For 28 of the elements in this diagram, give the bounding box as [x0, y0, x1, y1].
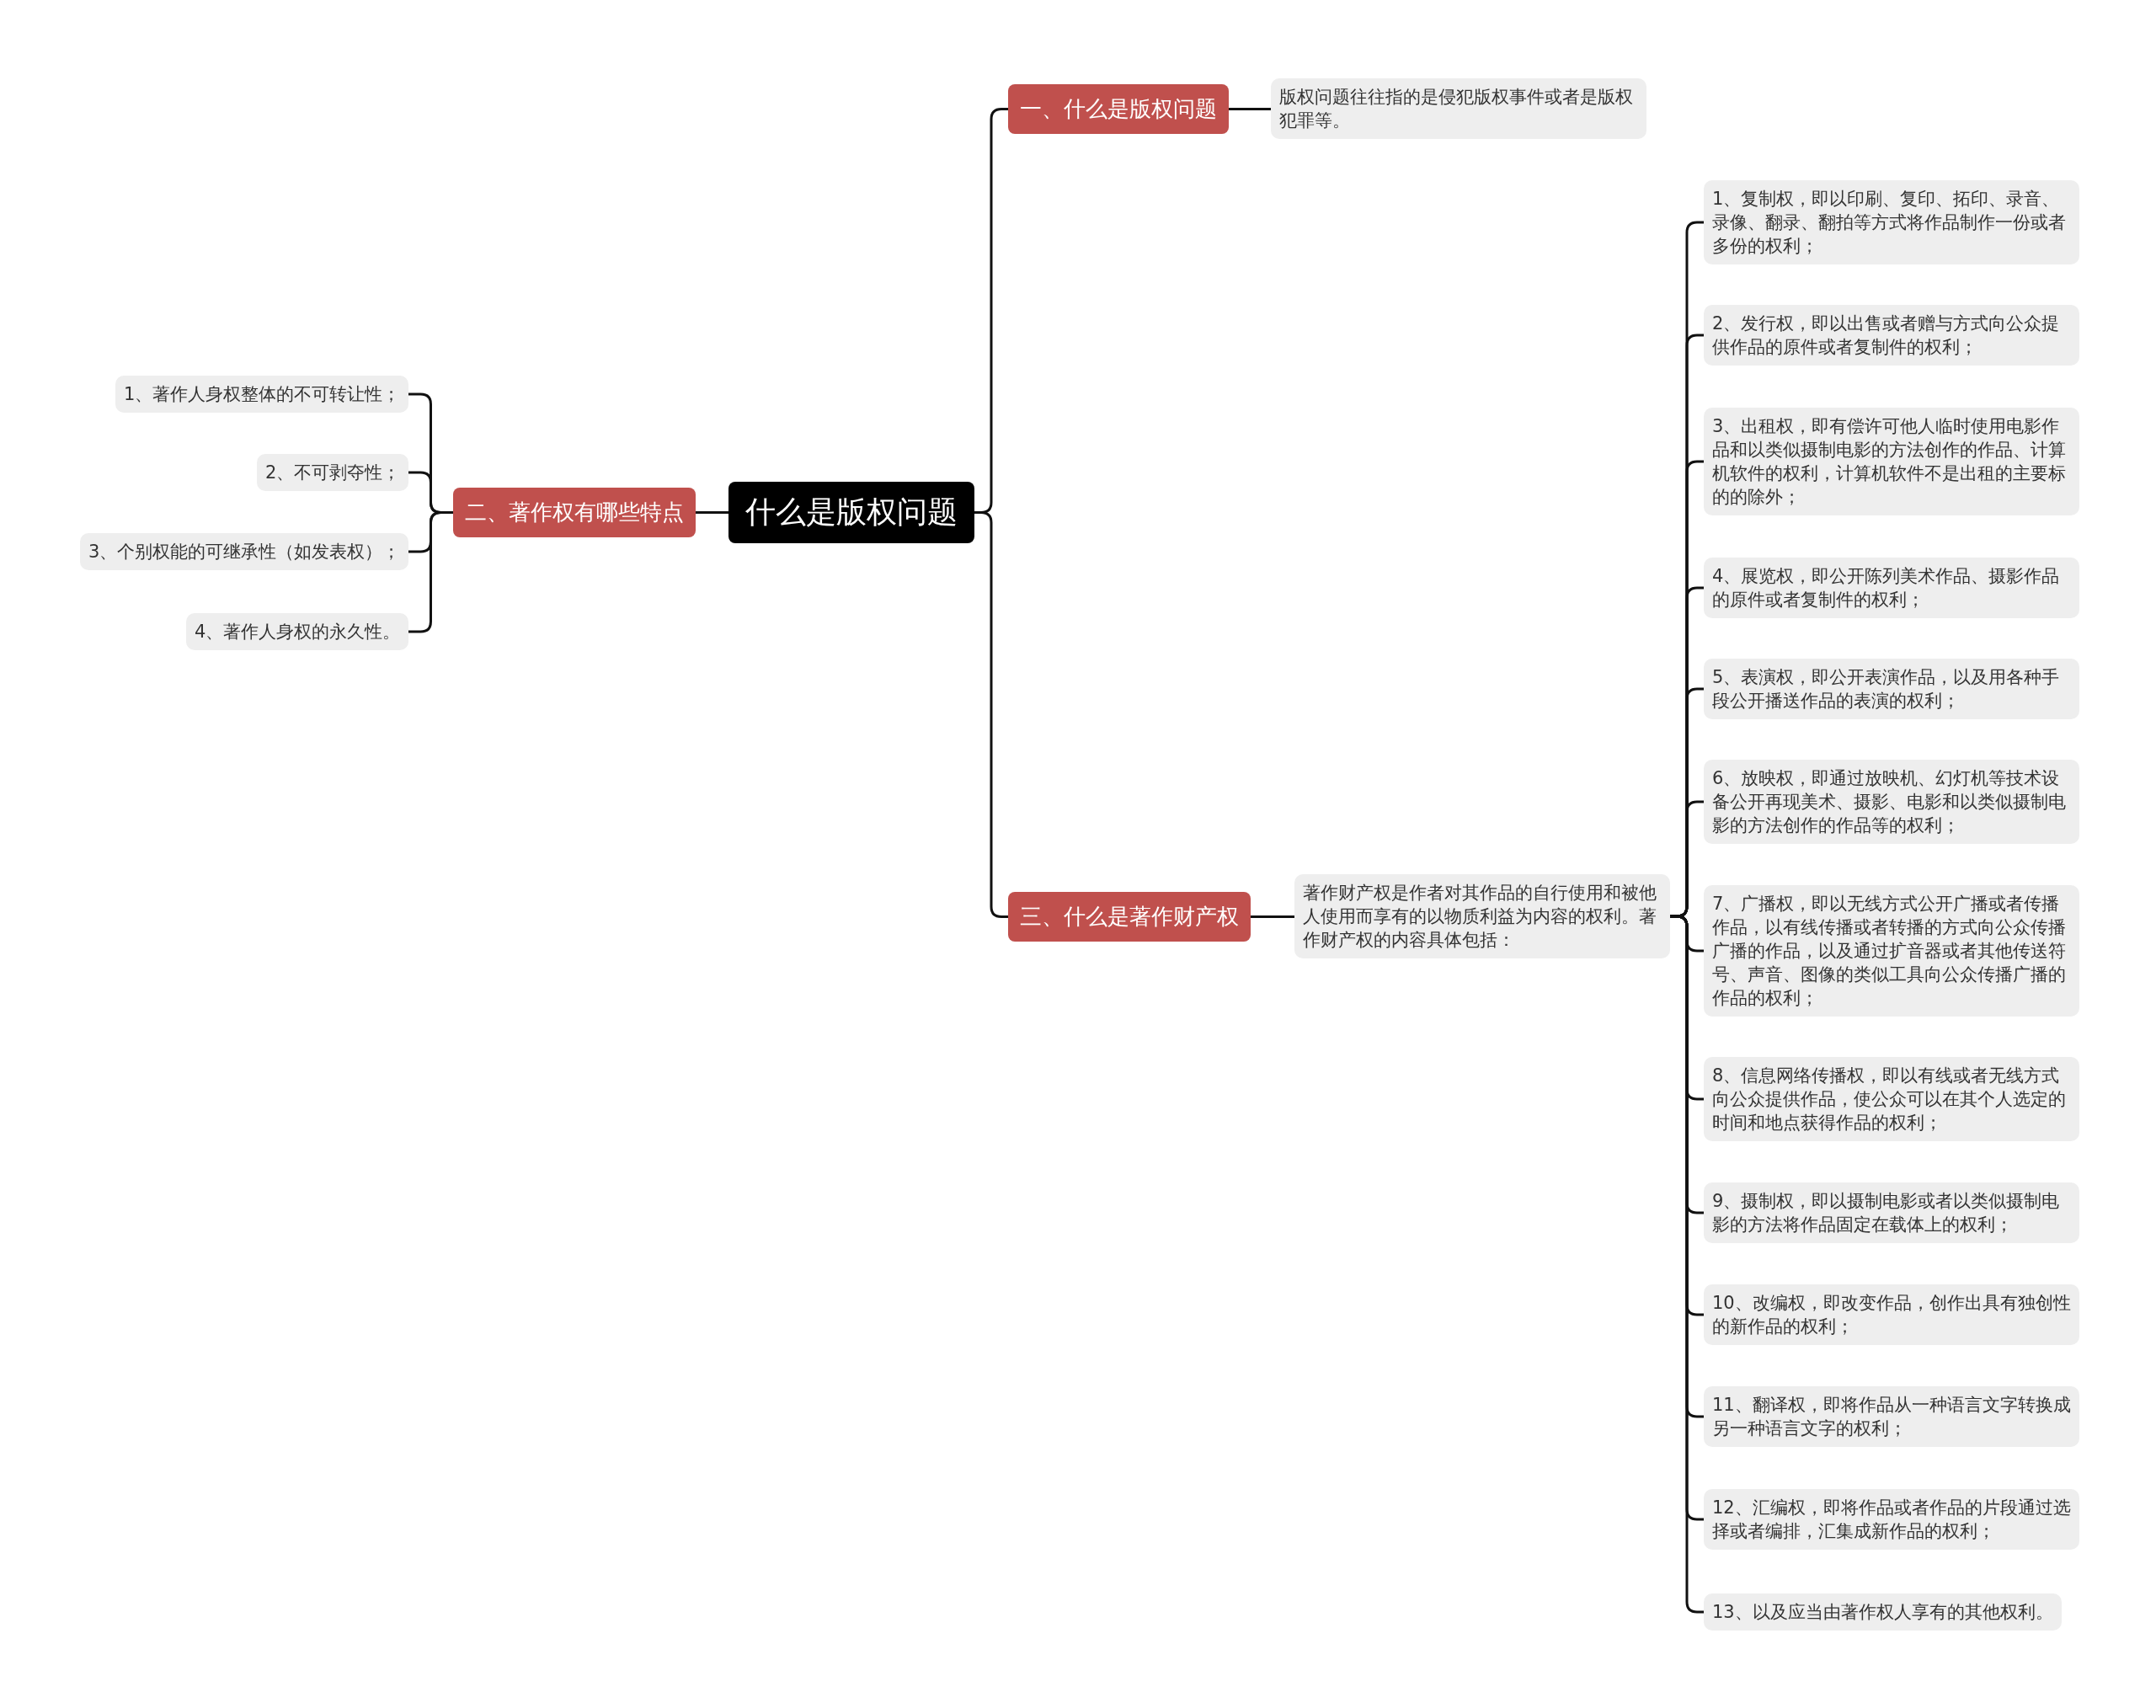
- note-box: 2、发行权，即以出售或者赠与方式向公众提供作品的原件或者复制件的权利；: [1704, 305, 2079, 366]
- connector-line: [974, 511, 1008, 918]
- note-box: 12、汇编权，即将作品或者作品的片段通过选择或者编排，汇集成新作品的权利；: [1704, 1489, 2079, 1550]
- note-box: 版权问题往往指的是侵犯版权事件或者是版权犯罪等。: [1271, 78, 1646, 139]
- branch-topic-box: 二、著作权有哪些特点: [453, 487, 696, 537]
- note-box: 2、不可剥夺性；: [257, 454, 409, 491]
- note-box: 著作财产权是作者对其作品的自行使用和被他人使用而享有的以物质利益为内容的权利。著作财产权的内容具体包括：: [1294, 874, 1670, 958]
- note-box: 7、广播权，即以无线方式公开广播或者传播作品，以有线传播或者转播的方式向公众传播广播的作品，以及通过扩音器或者其他传送符号、声音、图像的类似工具向公众传播广播的作品的权利；: [1704, 885, 2079, 1017]
- note-box: 1、复制权，即以印刷、复印、拓印、录音、录像、翻录、翻拍等方式将作品制作一份或者多份的权利；: [1704, 180, 2079, 264]
- connector-line: [696, 511, 728, 514]
- note-box: 1、著作人身权整体的不可转让性；: [115, 376, 409, 413]
- note-box: 9、摄制权，即以摄制电影或者以类似摄制电影的方法将作品固定在载体上的权利；: [1704, 1182, 2079, 1243]
- note-box: 4、展览权，即公开陈列美术作品、摄影作品的原件或者复制件的权利；: [1704, 558, 2079, 618]
- note-box: 3、个别权能的可继承性（如发表权）；: [80, 533, 409, 570]
- note-box: 13、以及应当由著作权人享有的其他权利。: [1704, 1593, 2062, 1631]
- central-topic-box: 什么是版权问题: [728, 481, 974, 543]
- connector-line: [408, 511, 453, 633]
- note-box: 4、著作人身权的永久性。: [186, 613, 409, 650]
- branch-topic-box: 三、什么是著作财产权: [1008, 891, 1251, 942]
- note-box: 8、信息网络传播权，即以有线或者无线方式向公众提供作品，使公众可以在其个人选定的时间和地点获得作品的权利；: [1704, 1057, 2079, 1141]
- branch-topic-box: 一、什么是版权问题: [1008, 83, 1229, 134]
- note-box: 6、放映权，即通过放映机、幻灯机等技术设备公开再现美术、摄影、电影和以类似摄制电影的方法创作的作品等的权利；: [1704, 760, 2079, 844]
- note-box: 10、改编权，即改变作品，创作出具有独创性的新作品的权利；: [1704, 1284, 2079, 1345]
- connector-line: [1251, 915, 1294, 918]
- note-box: 11、翻译权，即将作品从一种语言文字转换成另一种语言文字的权利；: [1704, 1386, 2079, 1447]
- note-box: 5、表演权，即公开表演作品，以及用各种手段公开播送作品的表演的权利；: [1704, 659, 2079, 719]
- note-box: 3、出租权，即有偿许可他人临时使用电影作品和以类似摄制电影的方法创作的作品、计算机软件的权利，计算机软件不是出租的主要标的的除外；: [1704, 408, 2079, 515]
- connector-line: [1229, 108, 1271, 110]
